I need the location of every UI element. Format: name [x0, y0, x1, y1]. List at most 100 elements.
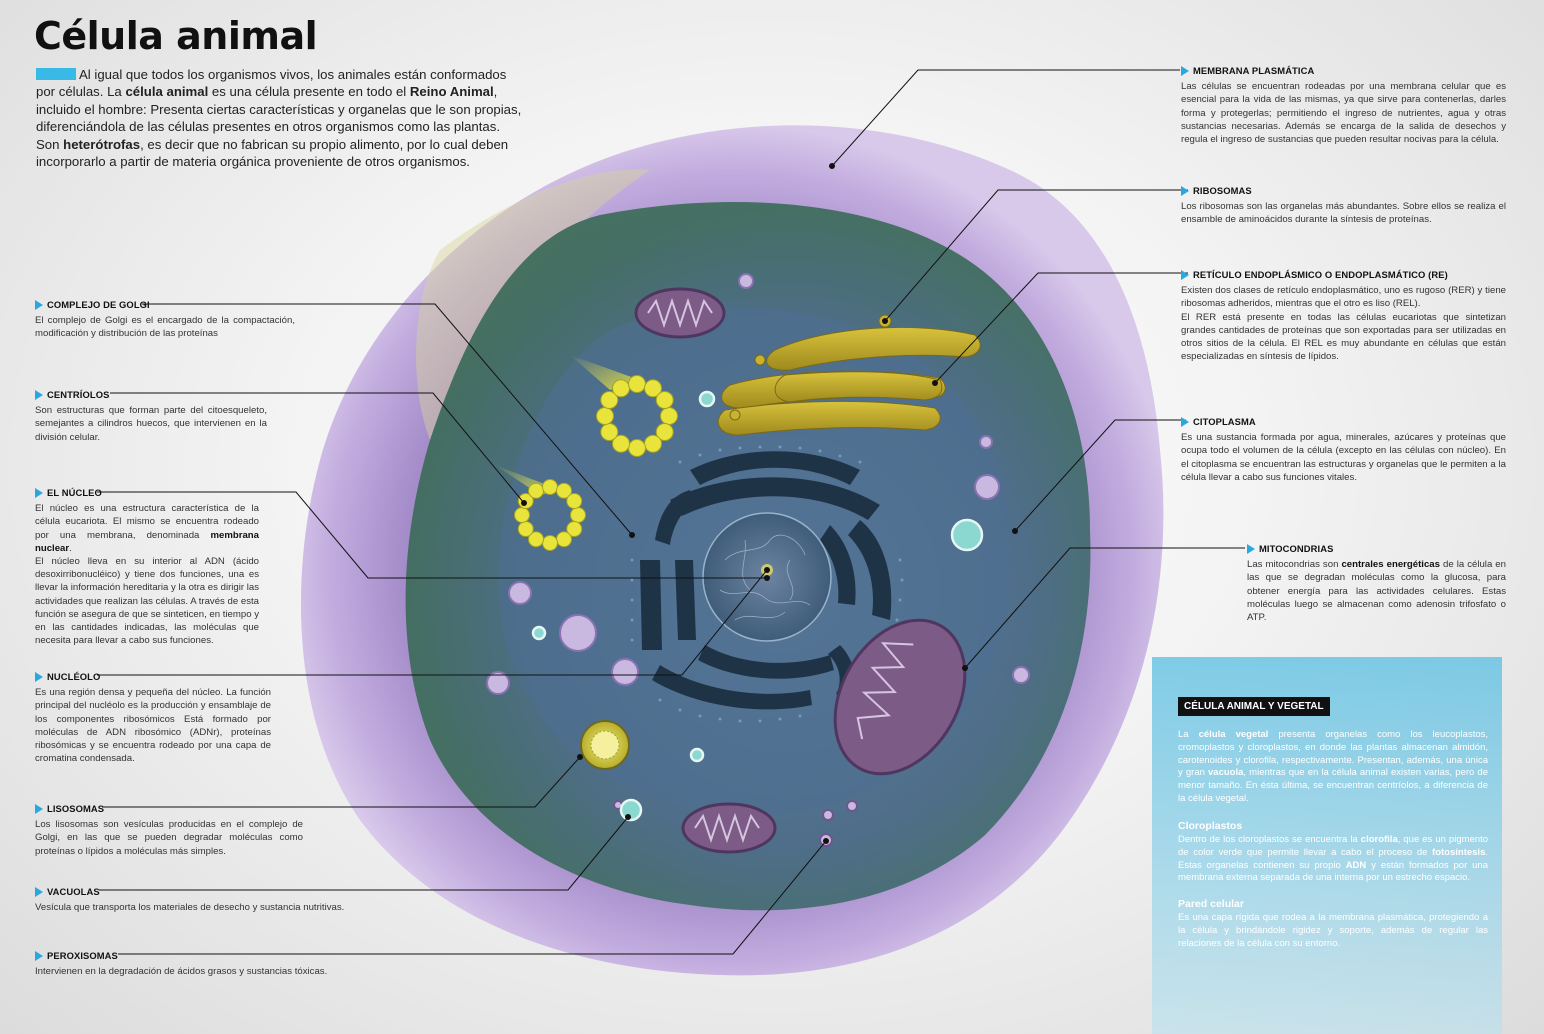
centriole-tubule	[644, 434, 662, 453]
triangle-marker-icon	[35, 803, 43, 814]
sidebox-paragraph-1: La célula vegetal presenta organelas com…	[1178, 729, 1488, 806]
sidebox-text-part: y están formados por una membrana extern…	[1178, 859, 1489, 884]
mitochondrion-large	[833, 618, 967, 776]
label-reticulo-desc-2: El RER está presente en todas las célula…	[1181, 311, 1506, 363]
label-nucleolo-title: Nucléolo	[35, 670, 271, 683]
label-title-text: Ribosomas	[1193, 185, 1252, 196]
label-lisosomas: Lisosomas Los lisosomas son vesículas pr…	[35, 802, 303, 858]
teal-vesicles	[531, 390, 984, 822]
accent-swatch	[36, 68, 76, 80]
triangle-marker-icon	[1181, 416, 1189, 427]
label-title-text: Peroxisomas	[47, 950, 118, 961]
centriole-tubule	[517, 521, 534, 537]
label-vacuolas: Vacuolas Vesícula que transporta los mat…	[35, 885, 355, 914]
lysosome	[580, 720, 630, 770]
sidebox-text-part: , mientras que en la célula animal exist…	[1178, 767, 1488, 804]
centriole-tubule	[644, 379, 662, 398]
sidebox-bold-term: clorofila	[1360, 834, 1398, 845]
intro-text-part: , incluido el hombre: Presenta ciertas c…	[36, 84, 522, 135]
sidebox-bold-term: vacuola	[1208, 767, 1244, 779]
label-centriolos: Centríolos Son estructuras que forman pa…	[35, 388, 267, 444]
label-title-text: Vacuolas	[47, 886, 100, 897]
label-reticulo-desc-1: Existen dos clases de retículo endoplasm…	[1181, 285, 1506, 310]
rough-endoplasmic-reticulum	[640, 451, 892, 710]
label-desc-part: El núcleo es una estructura característi…	[35, 503, 259, 541]
label-desc-part: Las mitocondrias son	[1247, 559, 1342, 571]
label-desc-bold: centrales energéticas	[1341, 559, 1440, 571]
label-reticulo-title: Retículo endoplásmico o endoplasmático (…	[1181, 268, 1506, 281]
ribosome-dots	[630, 445, 904, 723]
sidebox-title: Célula animal y vegetal	[1178, 697, 1330, 716]
label-reticulo: Retículo endoplásmico o endoplasmático (…	[1181, 268, 1506, 363]
centriole-tubule	[655, 391, 674, 409]
centriole-tubule	[556, 531, 572, 548]
label-nucleo-desc-1: El núcleo es una estructura característi…	[35, 502, 259, 555]
sidebox-text-part: La	[1178, 729, 1199, 740]
label-vacuolas-title: Vacuolas	[35, 885, 355, 898]
centriole-tubule	[528, 531, 544, 548]
triangle-marker-icon	[35, 299, 43, 310]
label-ribosomas-title: Ribosomas	[1181, 184, 1506, 197]
triangle-marker-icon	[35, 671, 43, 682]
centriole-tubule	[600, 391, 619, 409]
intro-text-part: Al igual que todos los organismos vivos,…	[36, 67, 507, 100]
label-lisosomas-desc: Los lisosomas son vesículas producidas e…	[35, 819, 303, 857]
label-title-text: Nucléolo	[47, 671, 101, 682]
sidebox-bold-term: ADN	[1345, 859, 1367, 871]
page-title: Célula animal	[34, 14, 318, 58]
label-title-text: Mitocondrias	[1259, 543, 1334, 554]
intro-bold-term: Reino Animal	[409, 84, 494, 100]
label-desc-bold: membrana nuclear	[35, 529, 259, 554]
label-membrana-desc: Las células se encuentran rodeadas por u…	[1181, 81, 1506, 146]
sidebox-text-part: Dentro de los cloroplastos se encuentra …	[1178, 834, 1361, 845]
intro-paragraph-2: Son heterótrofas, es decir que no fabric…	[36, 136, 522, 171]
triangle-marker-icon	[1181, 65, 1189, 76]
centriole-tubule	[514, 507, 530, 523]
triangle-marker-icon	[35, 950, 43, 961]
triangle-marker-icon	[35, 886, 43, 897]
intro-text-part: Son	[36, 136, 64, 152]
centriole-tubule	[628, 439, 646, 457]
leader-lines	[97, 69, 1245, 955]
sidebox-bold-term: fotosíntesis	[1432, 846, 1486, 858]
triangle-marker-icon	[1181, 185, 1189, 196]
sidebox-text-part: . Estas organelas contienen su propio	[1178, 846, 1488, 871]
label-golgi-title: Complejo de Golgi	[35, 298, 295, 311]
sidebox-text-part: , que es un pigmento de color verde que …	[1178, 834, 1489, 858]
golgi-apparatus	[717, 326, 981, 436]
label-ribosomas: Ribosomas Los ribosomas son las organela…	[1181, 184, 1506, 227]
label-title-text: Centríolos	[47, 389, 110, 400]
centriole-upper	[596, 375, 678, 457]
mitochondrion-bottom	[681, 802, 777, 854]
sidebox-paragraph-2: Dentro de los cloroplastos se encuentra …	[1178, 834, 1488, 885]
label-mitocondrias-title: Mitocondrias	[1247, 542, 1506, 555]
label-membrana-title: Membrana plasmática	[1181, 64, 1506, 77]
centriole-tubule	[628, 375, 646, 393]
centriole-tubule	[596, 407, 614, 425]
centriole-tubule	[556, 482, 572, 499]
centriole-tubule	[600, 423, 619, 441]
label-title-text: Citoplasma	[1193, 416, 1256, 427]
label-golgi: Complejo de Golgi El complejo de Golgi e…	[35, 298, 295, 341]
label-ribosomas-desc: Los ribosomas son las organelas más abun…	[1181, 201, 1506, 226]
label-title-text: Retículo endoplásmico o endoplasmático (…	[1193, 269, 1448, 280]
sidebox-bold-term: célula vegetal	[1198, 729, 1269, 740]
label-mitocondrias-desc: Las mitocondrias son centrales energétic…	[1247, 558, 1506, 624]
label-citoplasma: Citoplasma Es una sustancia formada por …	[1181, 415, 1506, 484]
membrane-glow	[416, 169, 650, 440]
leader-dots	[521, 163, 1018, 844]
sidebox-paragraph-3: Es una capa rígida que rodea a la membra…	[1178, 912, 1488, 949]
centriole-tubule	[612, 434, 630, 453]
label-peroxisomas-desc: Intervienen en la degradación de ácidos …	[35, 966, 328, 978]
triangle-marker-icon	[35, 389, 43, 400]
sidebox-text-part: presenta organelas como los leucoplastos…	[1178, 729, 1489, 779]
chromatin	[719, 534, 811, 621]
label-membrana: Membrana plasmática Las células se encue…	[1181, 64, 1506, 146]
intro-text-part: es una célula presente en todo el	[208, 84, 410, 100]
label-title-text: Membrana plasmática	[1193, 65, 1315, 76]
centriole-tubule	[660, 407, 678, 425]
triangle-marker-icon	[35, 487, 43, 498]
mitochondrion-top	[634, 287, 726, 339]
label-nucleolo-desc: Es una región densa y pequeña del núcleo…	[35, 687, 271, 765]
